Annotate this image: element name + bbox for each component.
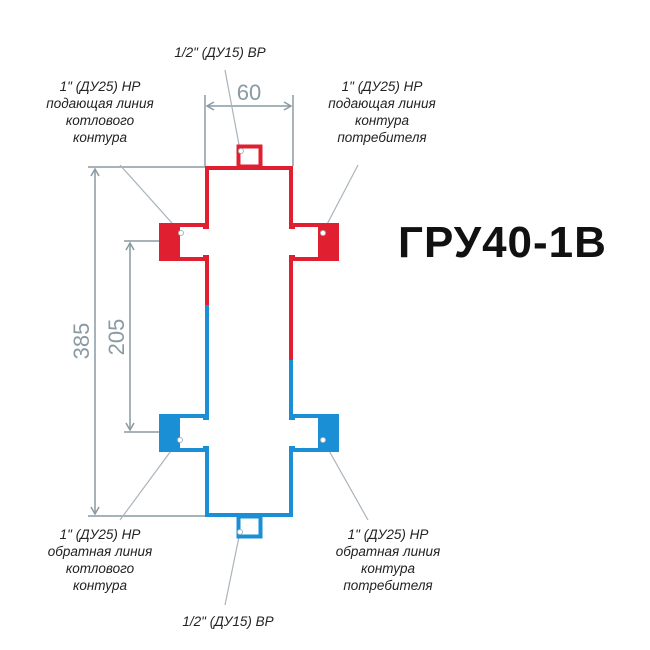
total-height-dimension: 385 (69, 323, 94, 360)
label-bottom-port: 1/2" (ДУ15) ВР (182, 614, 274, 629)
label-top-port: 1/2" (ДУ15) ВР (174, 45, 266, 60)
width-dimension: 60 (237, 80, 261, 105)
model-title: ГРУ40-1В (398, 218, 607, 267)
port-spacing-dimension: 205 (104, 319, 129, 356)
dimension-lines (88, 95, 294, 517)
leader-lines (119, 69, 369, 606)
separator-body (205, 166, 293, 517)
